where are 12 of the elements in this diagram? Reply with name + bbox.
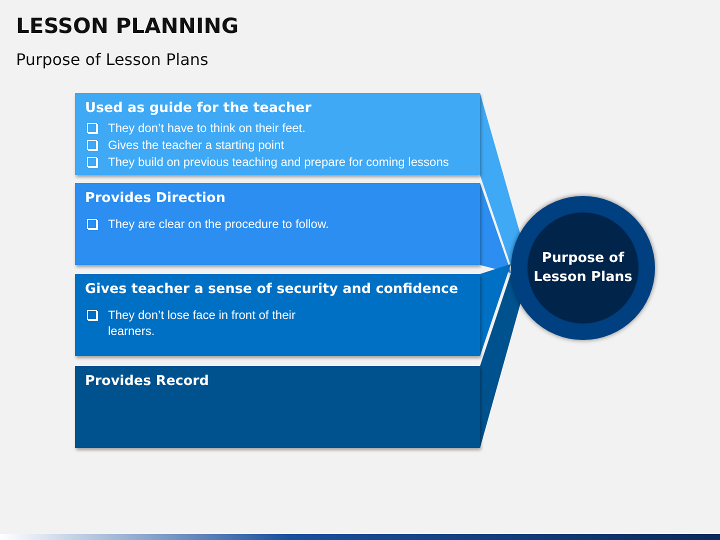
circle-label: Purpose of Lesson Plans	[533, 249, 633, 287]
box-heading: Provides Record	[85, 373, 209, 389]
bullet-text: They don’t have to think on their feet.	[108, 120, 306, 136]
title: LESSON PLANNING	[16, 14, 239, 38]
bullet-text: Gives the teacher a starting point	[108, 137, 284, 153]
bullet-text: They are clear on the procedure to follow.	[108, 216, 329, 232]
bullet-text: They don’t lose face in front of their learners.	[108, 307, 296, 339]
bullet-text: They build on previous teaching and prepare for coming lessons	[108, 154, 449, 170]
subtitle: Purpose of Lesson Plans	[16, 50, 208, 69]
box-heading: Used as guide for the teacher	[85, 100, 312, 116]
box-heading: Gives teacher a sense of security and confidence	[85, 281, 458, 297]
box-heading: Provides Direction	[85, 190, 226, 206]
